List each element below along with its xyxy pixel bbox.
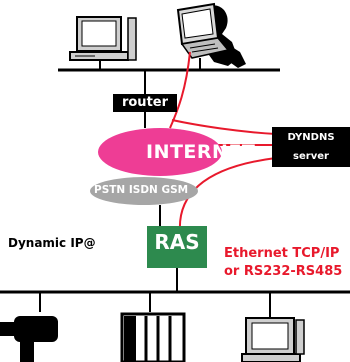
pstn-label: PSTN ISDN GSM (94, 184, 189, 196)
laptop-to-internet-arrow (169, 51, 191, 129)
server-rack-icon (120, 312, 186, 362)
ras-box (147, 226, 207, 268)
person-at-laptop-icon (176, 2, 246, 70)
dyndns-label: DYNDNS server (272, 128, 350, 166)
internet-to-dyndns-arrow-top (171, 119, 277, 135)
router-label: router (113, 94, 177, 112)
dynamic-ip-label: Dynamic IP@ (8, 236, 96, 250)
ras-label: RAS (154, 230, 200, 254)
ras-to-dyndns-arrow (178, 157, 277, 233)
desktop-computer-icon (69, 16, 137, 61)
security-camera-icon (0, 316, 58, 362)
desktop-computer-icon (241, 317, 305, 362)
ethernet-label-line1: Ethernet TCP/IP (224, 246, 340, 261)
pstn-ellipse (90, 177, 198, 205)
dyndns-line2: server (293, 151, 329, 162)
dyndns-server-box (272, 127, 350, 167)
ethernet-label-line2: or RS232-RS485 (224, 264, 343, 279)
dyndns-line1: DYNDNS (287, 132, 335, 143)
internet-cloud (98, 128, 222, 176)
internet-label: INTERNET (146, 141, 256, 163)
